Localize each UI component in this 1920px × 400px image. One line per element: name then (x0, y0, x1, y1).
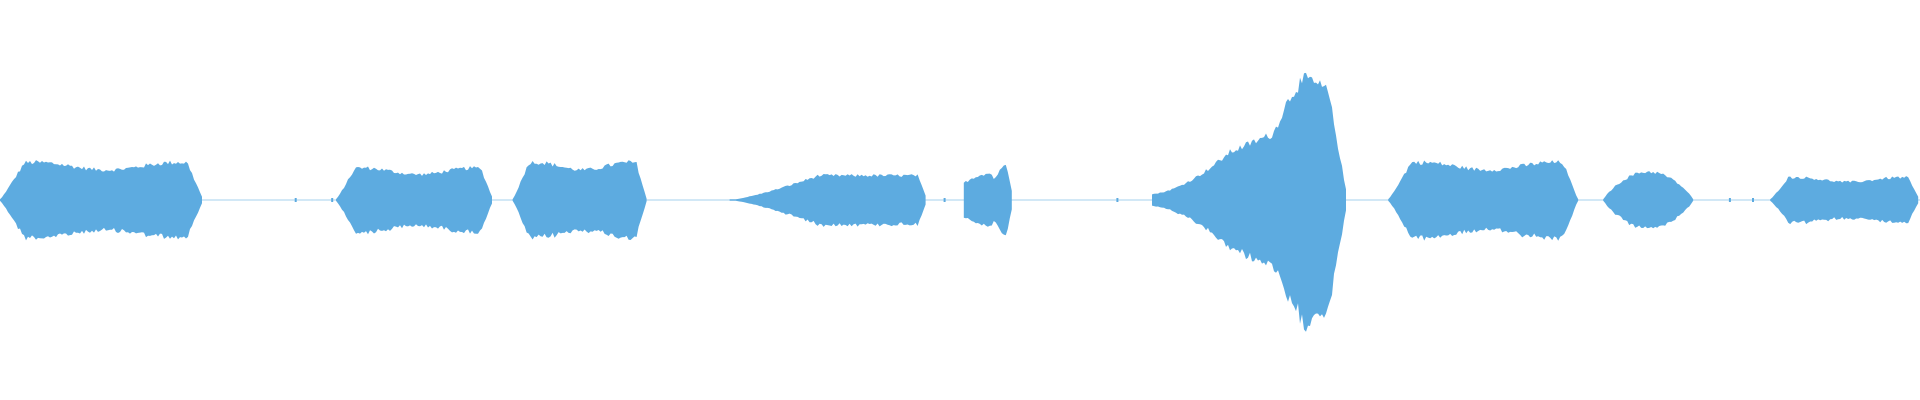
waveform-silence-ticks (294, 198, 1754, 202)
waveform-segments (0, 72, 1919, 332)
waveform-segment-9 (1770, 176, 1919, 225)
waveform-segment-5 (963, 164, 1012, 236)
waveform-segment-6 (1152, 72, 1346, 332)
waveform-silence-tick (1752, 198, 1754, 202)
waveform-silence-tick (763, 198, 766, 202)
waveform-silence-tick (943, 198, 946, 202)
waveform-silence-tick (1116, 198, 1119, 202)
waveform-segment-3 (512, 160, 647, 240)
waveform-silence-tick (294, 198, 297, 202)
waveform-segment-4 (729, 174, 926, 227)
waveform-segment-8 (1603, 171, 1694, 229)
waveform-segment-7 (1388, 160, 1579, 241)
waveform-silence-tick (331, 198, 334, 202)
waveform-segment-1 (0, 160, 202, 241)
waveform-segment-2 (336, 166, 492, 235)
waveform-silence-tick (1728, 198, 1731, 202)
